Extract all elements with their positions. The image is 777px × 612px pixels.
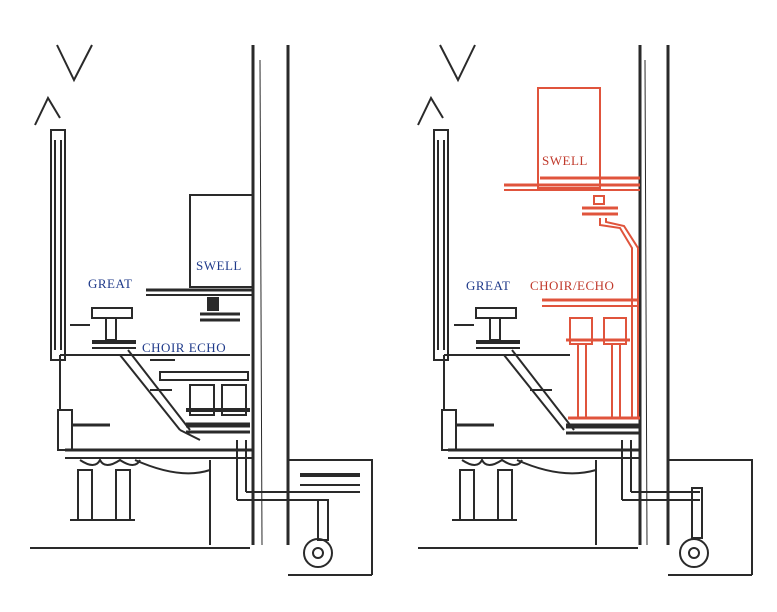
roof-apex [439, 44, 476, 83]
left-column [34, 95, 66, 361]
floor-arches [65, 448, 252, 545]
great-chest [454, 307, 520, 349]
duct-to-blower [236, 440, 320, 501]
main-wall [638, 45, 670, 546]
floor-arches [448, 448, 640, 545]
roof-apex [56, 44, 93, 83]
blower-room [668, 459, 753, 576]
label-great: GREAT [88, 276, 132, 291]
swell-box [146, 194, 254, 322]
panel-before: GREAT SWELL CHOIR ECHO [30, 44, 373, 576]
left-column [417, 95, 449, 361]
label-swell: SWELL [542, 153, 588, 168]
great-chest [70, 307, 136, 349]
wind-trunk [503, 349, 575, 431]
blower-room [288, 459, 373, 576]
label-choir-echo: CHOIR/ECHO [530, 278, 614, 293]
lower-chest [566, 423, 640, 435]
duct-to-blower [621, 440, 700, 501]
panel-after: GREAT SWELL CHOIR/ECHO [417, 44, 753, 576]
swell-box-relocated [504, 87, 640, 418]
label-swell: SWELL [196, 258, 242, 273]
label-choir-echo: CHOIR ECHO [142, 340, 226, 355]
balcony [57, 354, 250, 451]
label-great: GREAT [466, 278, 510, 293]
choir-echo-chests [150, 359, 250, 434]
balcony [441, 354, 570, 451]
choir-echo-chests-relocated [542, 298, 640, 420]
main-wall [251, 45, 290, 546]
